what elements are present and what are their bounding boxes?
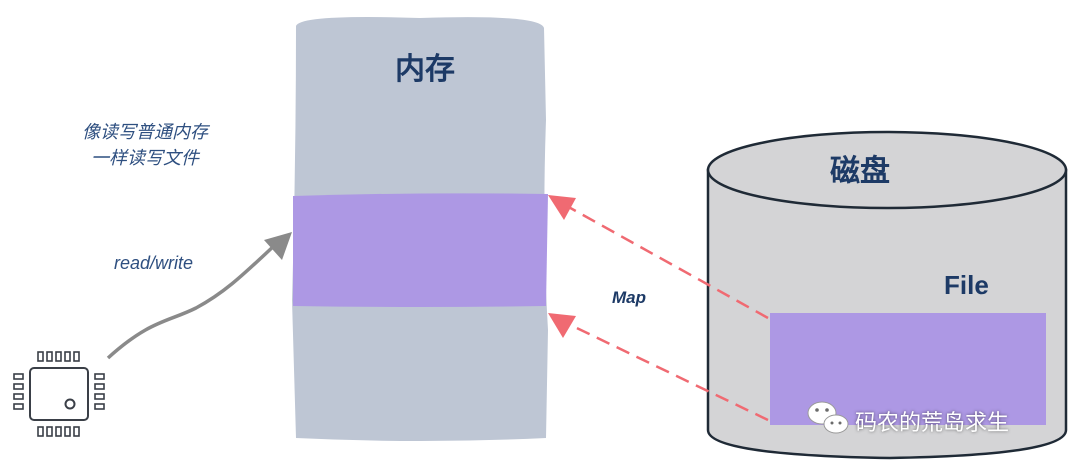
disk-top: [706, 130, 1068, 210]
annotation-line-2: 一样读写文件: [91, 148, 199, 169]
annotation-text: 像读写普通内存 一样读写文件: [60, 120, 230, 172]
annotation-line-1: 像读写普通内存: [82, 122, 208, 143]
map-arrow-bottom: [555, 316, 769, 422]
cpu-chip-icon: [13, 351, 105, 437]
map-arrowhead-top: [548, 195, 576, 220]
disk-title: 磁盘: [830, 154, 890, 189]
read-write-arrow: [106, 242, 278, 360]
watermark-text: 码农的荒岛求生: [855, 411, 1010, 436]
memory-mapped-region: [293, 193, 548, 307]
read-write-arrowhead: [264, 232, 292, 260]
map-arrowhead-bottom: [548, 313, 576, 338]
file-label: File: [944, 270, 989, 300]
wechat-icon: [807, 401, 849, 434]
memory-title: 内存: [395, 52, 455, 87]
map-label: Map: [612, 288, 646, 307]
map-arrow-top: [555, 198, 769, 320]
read-write-label: read/write: [114, 253, 194, 273]
